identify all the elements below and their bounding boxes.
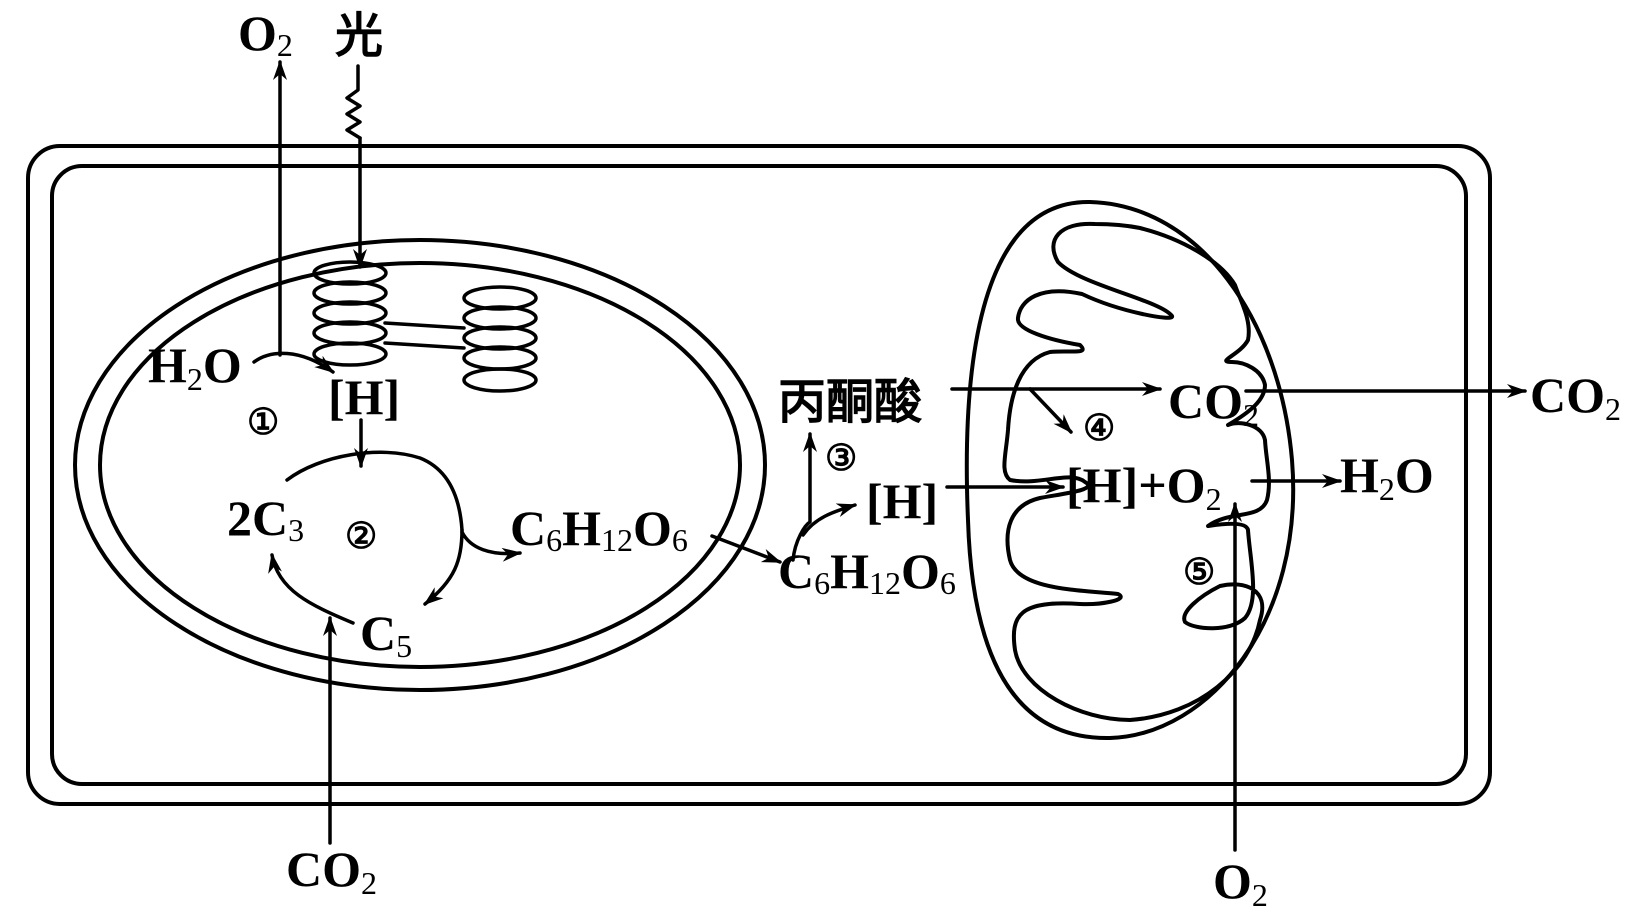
label-o2-top: O2 xyxy=(238,5,293,63)
calvin-arc-top xyxy=(285,450,464,532)
chloroplast-outer-membrane xyxy=(73,238,767,692)
mitochondrion-outer-membrane xyxy=(964,199,1296,741)
granum-stack-1 xyxy=(312,260,388,367)
arrows xyxy=(252,60,1527,852)
label-h2o-chloroplast: H2O xyxy=(148,337,242,397)
label-h-cytoplasm: [H] xyxy=(866,473,938,529)
stroma-lamella xyxy=(383,321,466,330)
chloroplast xyxy=(73,238,767,692)
light-zigzag xyxy=(345,64,362,140)
label-co2-released: CO2 xyxy=(1530,367,1621,427)
label-co2-mitochondrion: CO2 xyxy=(1168,373,1259,433)
arrow-pyruvate-to-h xyxy=(1028,387,1073,434)
label-h-chloroplast: [H] xyxy=(328,369,400,425)
mitochondrion-cristae xyxy=(1002,221,1271,722)
label-2c3: 2C3 xyxy=(227,490,304,548)
label-glucose-chloroplast: C6H12O6 xyxy=(510,500,688,558)
arrow-h2o-to-h xyxy=(252,351,335,374)
arrow-glycolysis xyxy=(791,432,817,562)
step-4: ④ xyxy=(1083,408,1115,448)
granum-stack-2 xyxy=(462,285,538,393)
label-o2-bottom: O2 xyxy=(1213,853,1268,913)
arrow-glucose-to-h xyxy=(801,503,857,537)
mitochondrion xyxy=(964,199,1296,741)
stroma-lamella xyxy=(383,341,466,350)
label-h2o-mitochondrion: H2O xyxy=(1340,447,1434,507)
cell-membrane xyxy=(50,164,1468,786)
chloroplast-inner-membrane xyxy=(98,261,742,669)
cell-wall xyxy=(26,144,1492,806)
arrow-c5-to-c3 xyxy=(268,553,355,625)
step-3: ③ xyxy=(825,438,857,478)
label-h-plus-o2: [H]+O2 xyxy=(1066,457,1222,517)
step-1: ① xyxy=(247,402,279,442)
arrow-glucose-export xyxy=(710,534,782,564)
arrow-to-glucose xyxy=(460,530,522,562)
label-pyruvate: 丙酮酸 xyxy=(778,374,923,430)
label-c5: C5 xyxy=(360,605,412,664)
arrow-to-c5 xyxy=(423,528,464,606)
step-5: ⑤ xyxy=(1183,552,1215,592)
step-2: ② xyxy=(345,516,377,556)
label-glucose-cytoplasm: C6H12O6 xyxy=(778,543,956,601)
label-light: 光 xyxy=(335,8,383,64)
label-co2-bottom: CO2 xyxy=(286,841,377,901)
labels: O2 光 H2O [H] 2C3 C5 C6H12O6 C6H12O6 丙酮酸 … xyxy=(148,5,1621,913)
